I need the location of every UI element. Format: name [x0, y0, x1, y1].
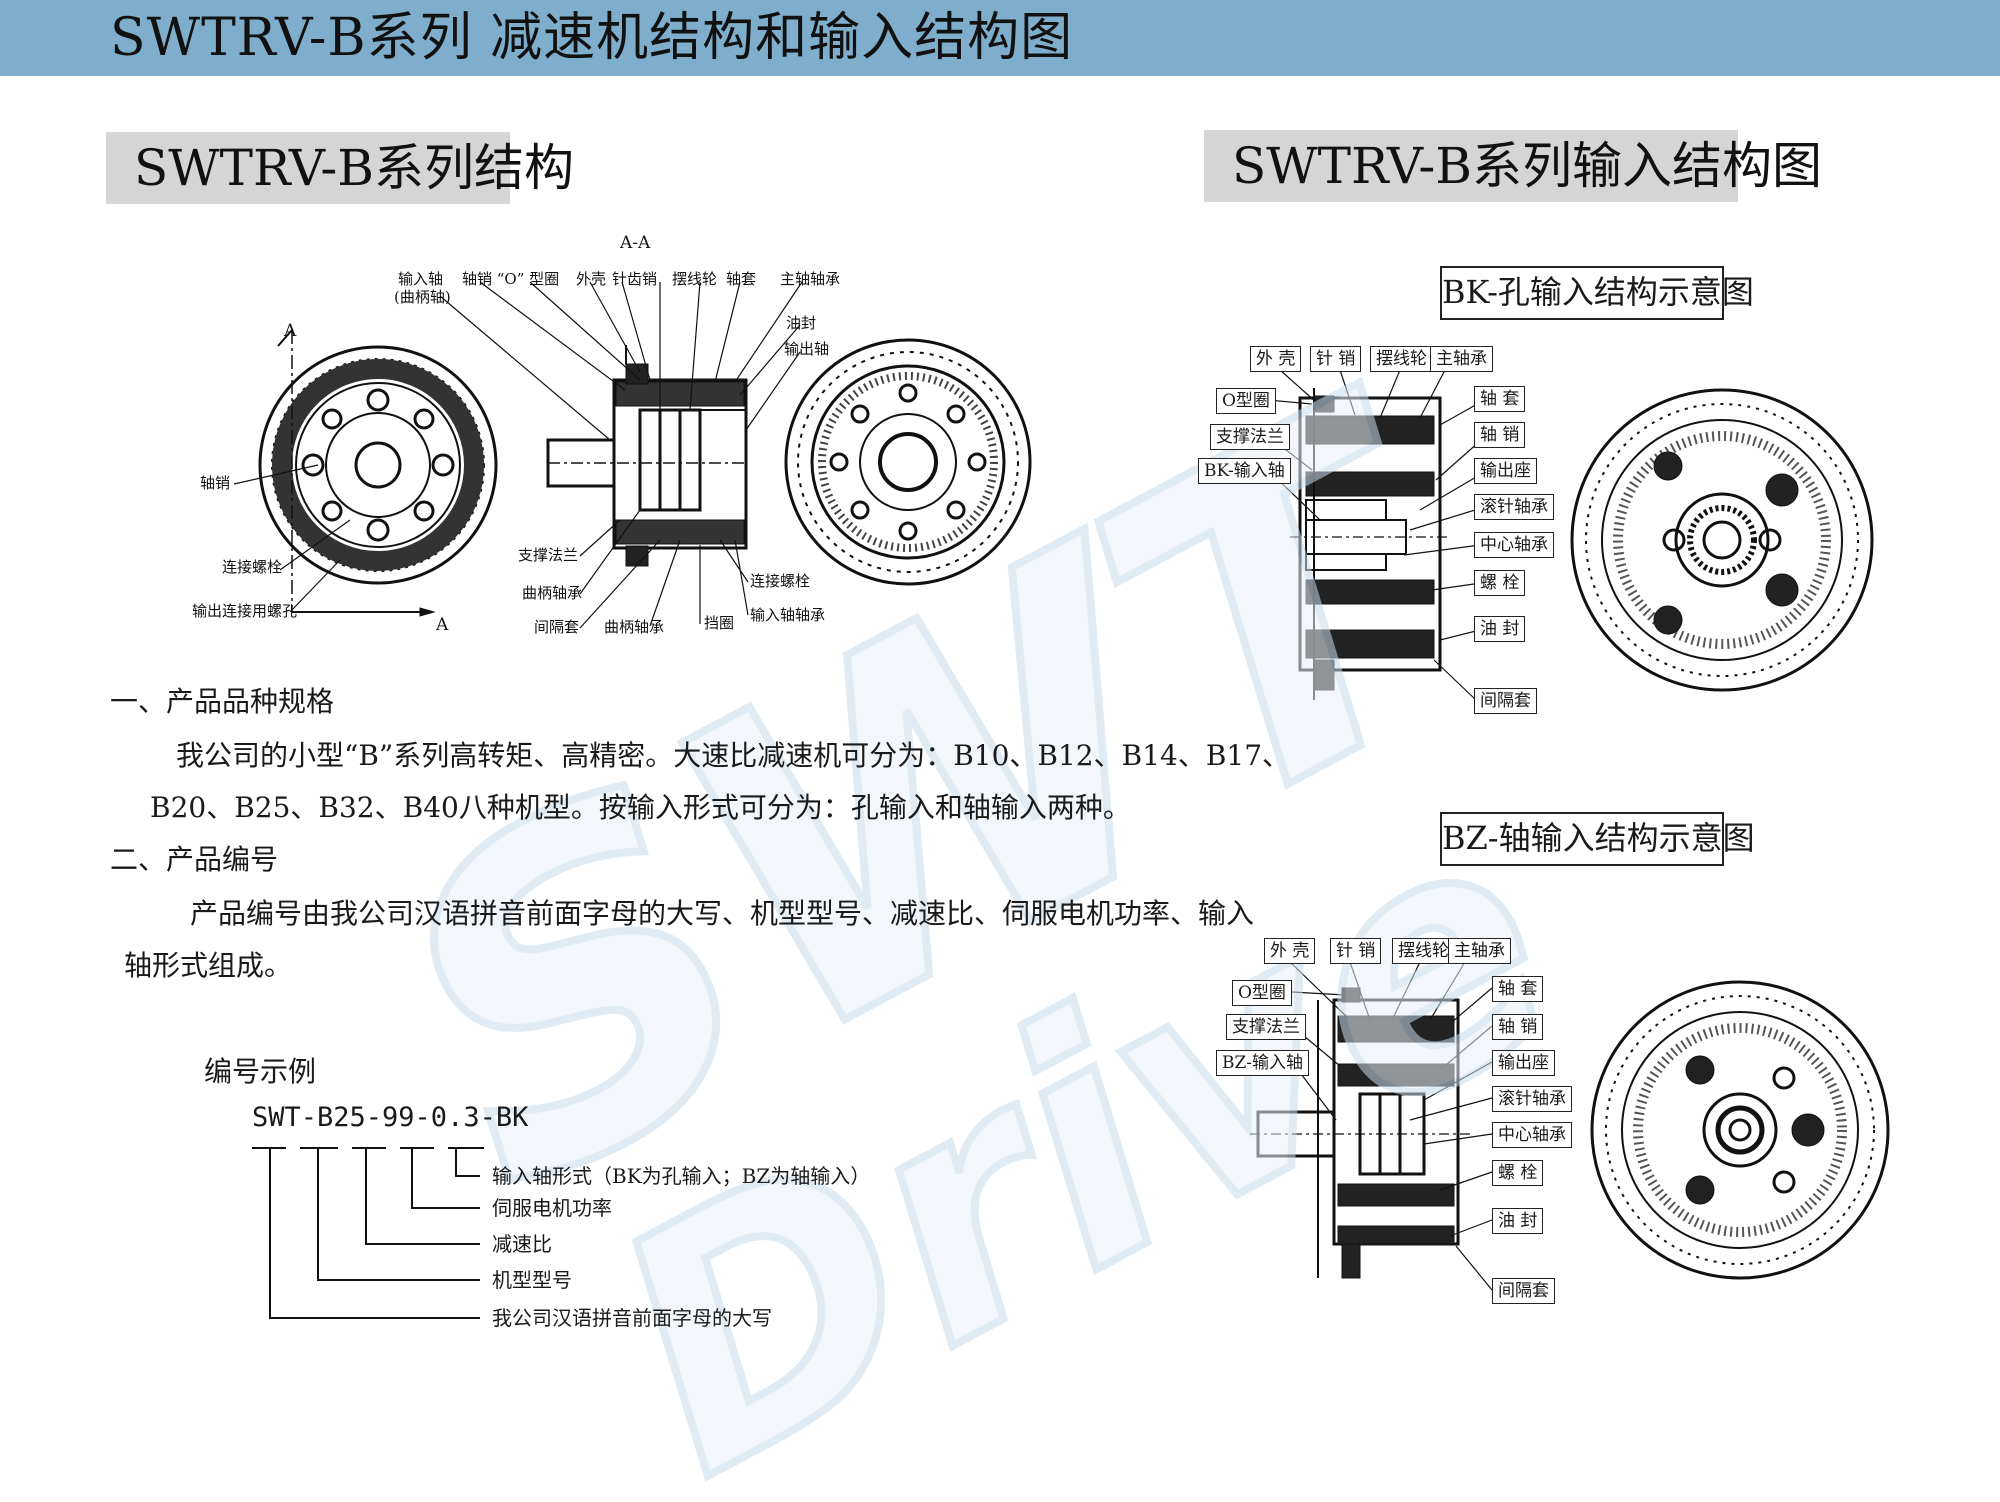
bk-tag-sleeve: 轴 套 [1474, 386, 1526, 412]
bz-tag-housing: 外 壳 [1264, 938, 1316, 964]
bk-tag-support-flange: 支撑法兰 [1210, 424, 1290, 450]
bk-tag-input-shaft: BK-输入轴 [1198, 458, 1291, 484]
callout-leaders [233, 281, 803, 629]
bz-tag-o-ring: O型圈 [1232, 980, 1292, 1006]
section-mark-label: A-A [620, 233, 651, 253]
bz-tag-support-flange: 支撑法兰 [1226, 1014, 1306, 1040]
label-crank-bearing-2: 曲柄轴承 [604, 618, 665, 636]
label-spacer: 间隔套 [534, 618, 580, 636]
rear-view-left [784, 338, 1032, 586]
spec-paragraph-1-line-2: B20、B25、B32、B40八种机型。按输入形式可分为：孔输入和轴输入两种。 [150, 791, 1131, 824]
label-input-bearing: 输入轴轴承 [750, 606, 826, 624]
bz-section [1250, 987, 1470, 1279]
bz-diagram-title: BZ-轴输入结构示意图 [1440, 812, 1755, 866]
label-cycloid: 摆线轮 [672, 270, 718, 288]
label-output-hole: 输出连接用螺孔 [192, 602, 298, 620]
front-view-left [258, 329, 498, 617]
bk-tag-output-seat: 输出座 [1474, 458, 1537, 484]
label-sleeve: 轴套 [726, 270, 757, 288]
code-example: SWT-B25-99-0.3-BK [252, 1102, 529, 1133]
spec-paragraph-2-line-2: 轴形式组成。 [124, 949, 293, 982]
spec-heading-2: 二、产品编号 [110, 843, 279, 876]
page-title: SWTRV-B系列 减速机结构和输入结构图 [110, 8, 1074, 68]
bk-tag-cycloid: 摆线轮 [1370, 346, 1433, 372]
bz-tag-center-bearing: 中心轴承 [1492, 1122, 1572, 1148]
bk-tag-housing: 外 壳 [1250, 346, 1302, 372]
bk-front-view [1570, 388, 1874, 692]
bz-tag-pin: 轴 销 [1492, 1014, 1544, 1040]
bk-tag-center-bearing: 中心轴承 [1474, 532, 1554, 558]
code-part-servo-power: 伺服电机功率 [492, 1196, 612, 1220]
label-needle-pin: 针齿销 [612, 270, 658, 288]
bk-tag-main-bearing: 主轴承 [1430, 346, 1493, 372]
label-output-shaft: 输出轴 [784, 340, 830, 358]
title-bar [0, 0, 2000, 76]
bz-tag-output-seat: 输出座 [1492, 1050, 1555, 1076]
label-support-flange: 支撑法兰 [518, 546, 579, 564]
bk-tag-needle-pin: 针 销 [1310, 346, 1362, 372]
bk-tag-bolt: 螺 栓 [1474, 570, 1526, 596]
label-pin-o-ring: 轴销 “O” 型圈 [462, 270, 560, 288]
bz-tag-oil-seal: 油 封 [1492, 1208, 1544, 1234]
spec-paragraph-2-line-1: 产品编号由我公司汉语拼音前面字母的大写、机型型号、减速比、伺服电机功率、输入 [190, 897, 1255, 930]
view-mark-bottom: A [436, 615, 449, 635]
bk-tag-needle-bearing: 滚针轴承 [1474, 494, 1554, 520]
bz-tag-bolt: 螺 栓 [1492, 1160, 1544, 1186]
label-input-shaft-sub: (曲柄轴) [394, 288, 451, 306]
left-section-heading: SWTRV-B系列结构 [106, 132, 574, 204]
bz-front-view [1590, 980, 1890, 1280]
bz-tag-input-shaft: BZ-输入轴 [1216, 1050, 1310, 1076]
bz-tag-sleeve: 轴 套 [1492, 976, 1544, 1002]
code-part-model: 机型型号 [492, 1268, 572, 1292]
bk-tag-spacer: 间隔套 [1474, 688, 1537, 714]
bk-tag-pin: 轴 销 [1474, 422, 1526, 448]
bz-tag-cycloid: 摆线轮 [1392, 938, 1455, 964]
bk-section [1290, 388, 1450, 700]
code-example-label: 编号示例 [204, 1055, 317, 1088]
bk-tag-o-ring: O型圈 [1216, 388, 1276, 414]
label-bolt: 连接螺栓 [222, 558, 283, 576]
code-part-ratio: 减速比 [492, 1232, 552, 1256]
label-main-bearing: 主轴轴承 [780, 270, 841, 288]
bk-diagram-title: BK-孔输入结构示意图 [1440, 266, 1754, 320]
section-view [546, 345, 748, 567]
bz-tag-spacer: 间隔套 [1492, 1278, 1555, 1304]
spec-paragraph-1-line-1: 我公司的小型“B”系列高转矩、高精密。大速比减速机可分为：B10、B12、B14… [176, 739, 1291, 772]
bk-tag-oil-seal: 油 封 [1474, 616, 1526, 642]
bz-tag-main-bearing: 主轴承 [1448, 938, 1511, 964]
label-bolt-2: 连接螺栓 [750, 572, 811, 590]
code-part-company-initials: 我公司汉语拼音前面字母的大写 [492, 1306, 772, 1330]
code-bracket-lines [252, 1147, 484, 1319]
label-pin: 轴销 [200, 474, 231, 492]
bz-tag-needle-bearing: 滚针轴承 [1492, 1086, 1572, 1112]
view-mark-top: A [284, 321, 297, 341]
code-part-input-shaft-type: 输入轴形式（BK为孔输入；BZ为轴输入） [492, 1164, 871, 1188]
label-crank-bearing: 曲柄轴承 [522, 584, 583, 602]
label-retainer: 挡圈 [704, 614, 735, 632]
label-oil-seal: 油封 [786, 314, 817, 332]
label-input-shaft: 输入轴 [398, 270, 444, 288]
bz-tag-needle-pin: 针 销 [1330, 938, 1382, 964]
right-section-heading: SWTRV-B系列输入结构图 [1204, 130, 1822, 202]
spec-heading-1: 一、产品品种规格 [110, 685, 335, 718]
label-housing: 外壳 [576, 270, 607, 288]
